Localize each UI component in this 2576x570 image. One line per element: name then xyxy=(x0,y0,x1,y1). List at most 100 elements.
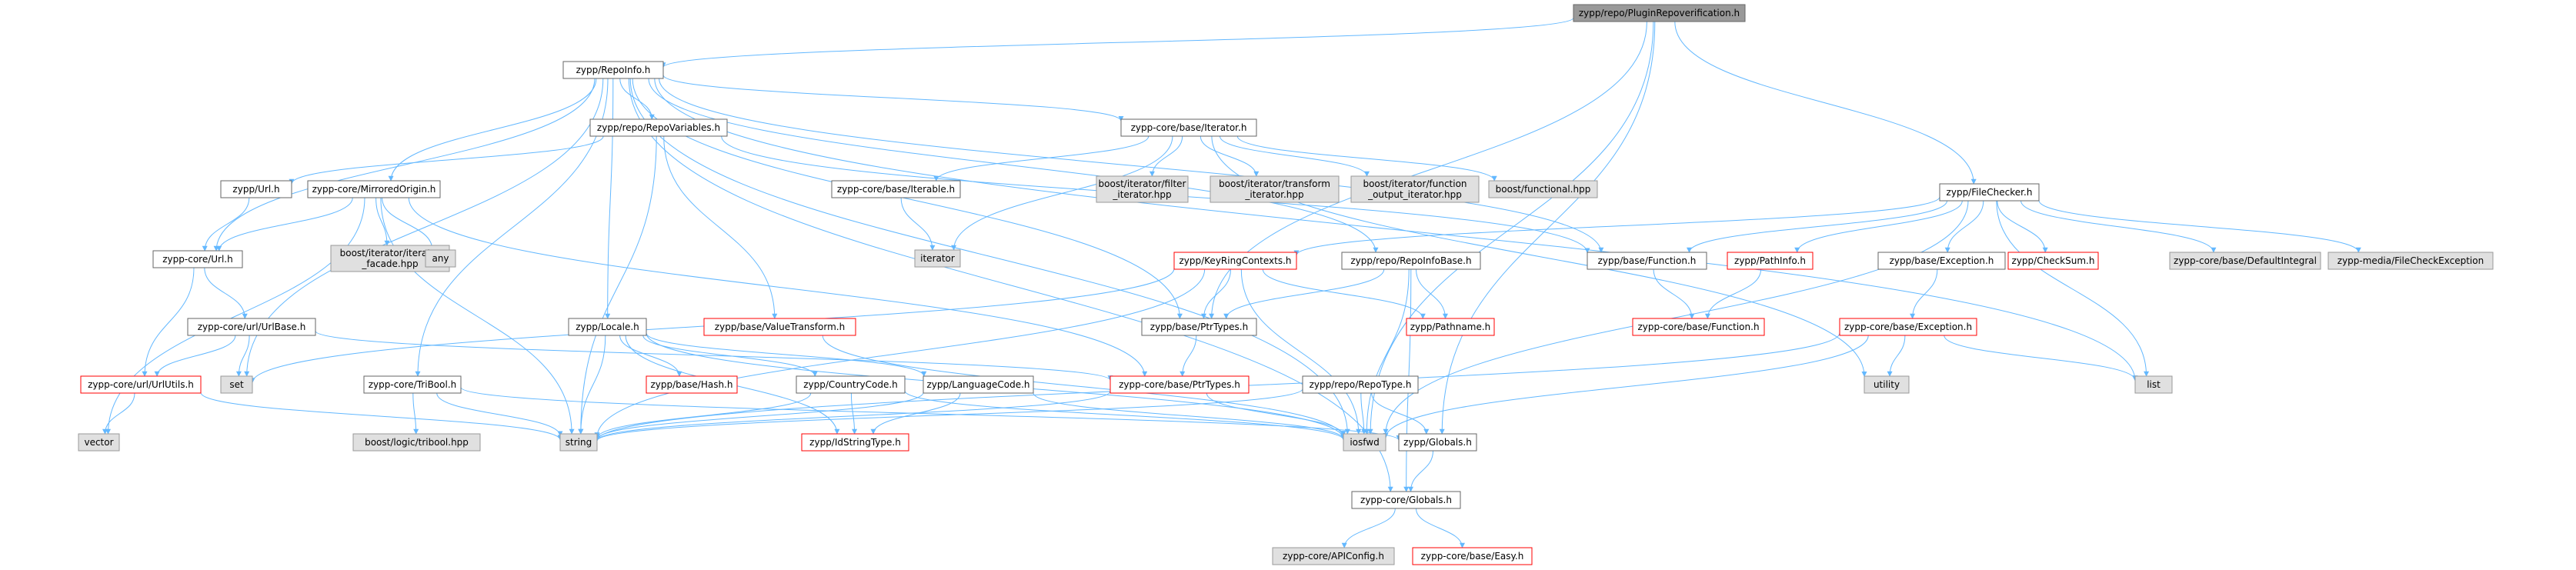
node-box[interactable] xyxy=(1877,252,2006,270)
node-urlutils[interactable]: zypp-core/url/UrlUtils.h xyxy=(80,375,202,394)
node-idstringtype[interactable]: zypp/IdStringType.h xyxy=(801,433,909,452)
node-box[interactable] xyxy=(1412,547,1533,565)
node-filechecker[interactable]: zypp/FileChecker.h xyxy=(1939,183,2040,202)
node-box[interactable] xyxy=(1302,375,1419,394)
node-box[interactable] xyxy=(1632,318,1765,336)
node-repovariables[interactable]: zypp/repo/RepoVariables.h xyxy=(589,118,728,137)
node-box[interactable] xyxy=(363,375,462,394)
node-repotype[interactable]: zypp/repo/RepoType.h xyxy=(1302,375,1419,394)
node-boost_tribool[interactable]: boost/logic/tribool.hpp xyxy=(352,433,481,452)
node-box[interactable] xyxy=(1350,175,1480,203)
node-defaultintegral[interactable]: zypp-core/base/DefaultIntegral xyxy=(2169,252,2321,270)
node-box[interactable] xyxy=(2134,375,2173,394)
node-core_globals[interactable]: zypp-core/Globals.h xyxy=(1351,491,1461,509)
node-corepkg_url[interactable]: zypp-core/Url.h xyxy=(152,250,243,268)
node-boost_functional[interactable]: boost/functional.hpp xyxy=(1488,180,1598,198)
node-keyring[interactable]: zypp/KeyRingContexts.h xyxy=(1173,252,1297,270)
node-box[interactable] xyxy=(2327,252,2494,270)
node-box[interactable] xyxy=(1141,318,1257,336)
node-filecheckexception[interactable]: zypp-media/FileCheckException xyxy=(2327,252,2494,270)
node-locale[interactable]: zypp/Locale.h xyxy=(568,318,647,336)
node-core_function[interactable]: zypp-core/base/Function.h xyxy=(1632,318,1765,336)
node-repoinfo[interactable]: zypp/RepoInfo.h xyxy=(562,61,664,79)
node-box[interactable] xyxy=(1096,175,1189,203)
node-vector[interactable]: vector xyxy=(78,433,120,452)
node-box[interactable] xyxy=(2007,252,2099,270)
node-base_exception[interactable]: zypp/base/Exception.h xyxy=(1877,252,2006,270)
node-box[interactable] xyxy=(646,375,738,394)
node-box[interactable] xyxy=(80,375,202,394)
node-box[interactable] xyxy=(1573,4,1746,22)
node-easy[interactable]: zypp-core/base/Easy.h xyxy=(1412,547,1533,565)
node-box[interactable] xyxy=(1343,433,1386,452)
node-box[interactable] xyxy=(1864,375,1910,394)
node-box[interactable] xyxy=(796,375,906,394)
node-box[interactable] xyxy=(425,249,456,268)
node-box[interactable] xyxy=(589,118,728,137)
node-box[interactable] xyxy=(1109,375,1250,394)
node-list[interactable]: list xyxy=(2134,375,2173,394)
node-function_output_iter[interactable]: boost/iterator/function_output_iterator.… xyxy=(1350,175,1480,203)
node-mirroredorigin[interactable]: zypp-core/MirroredOrigin.h xyxy=(307,180,441,198)
node-string[interactable]: string xyxy=(559,433,598,452)
node-hash[interactable]: zypp/base/Hash.h xyxy=(646,375,738,394)
node-box[interactable] xyxy=(1351,491,1461,509)
node-box[interactable] xyxy=(559,433,598,452)
node-pathname[interactable]: zypp/Pathname.h xyxy=(1406,318,1495,336)
node-box[interactable] xyxy=(1727,252,1814,270)
node-any[interactable]: any xyxy=(425,249,456,268)
node-utility[interactable]: utility xyxy=(1864,375,1910,394)
node-box[interactable] xyxy=(1210,175,1340,203)
node-core_ptrtypes[interactable]: zypp-core/base/PtrTypes.h xyxy=(1109,375,1250,394)
node-box[interactable] xyxy=(1173,252,1297,270)
node-pathinfo[interactable]: zypp/PathInfo.h xyxy=(1727,252,1814,270)
node-box[interactable] xyxy=(220,375,253,394)
node-box[interactable] xyxy=(914,249,961,268)
node-core_exception[interactable]: zypp-core/base/Exception.h xyxy=(1839,318,1977,336)
node-box[interactable] xyxy=(1839,318,1977,336)
node-box[interactable] xyxy=(220,180,292,198)
node-box[interactable] xyxy=(307,180,441,198)
node-box[interactable] xyxy=(1587,252,1707,270)
node-iterable[interactable]: zypp-core/base/Iterable.h xyxy=(831,180,961,198)
node-box[interactable] xyxy=(801,433,909,452)
node-valuetransform[interactable]: zypp/base/ValueTransform.h xyxy=(703,318,856,336)
node-box[interactable] xyxy=(152,250,243,268)
node-checksum[interactable]: zypp/CheckSum.h xyxy=(2007,252,2099,270)
node-globals[interactable]: zypp/Globals.h xyxy=(1398,433,1477,452)
node-filter_iter[interactable]: boost/iterator/filter_iterator.hpp xyxy=(1096,175,1189,203)
node-repoinfobase[interactable]: zypp/repo/RepoInfoBase.h xyxy=(1341,252,1481,270)
node-transform_iter[interactable]: boost/iterator/transform_iterator.hpp xyxy=(1210,175,1340,203)
node-box[interactable] xyxy=(187,318,316,336)
node-label: zypp-core/base/Iterable.h xyxy=(837,184,955,195)
node-iterator_h[interactable]: zypp-core/base/Iterator.h xyxy=(1120,118,1257,137)
node-iosfwd[interactable]: iosfwd xyxy=(1343,433,1386,452)
node-box[interactable] xyxy=(703,318,856,336)
node-box[interactable] xyxy=(1406,318,1495,336)
node-tribool[interactable]: zypp-core/TriBool.h xyxy=(363,375,462,394)
node-box[interactable] xyxy=(1341,252,1481,270)
node-box[interactable] xyxy=(562,61,664,79)
node-urlbase[interactable]: zypp-core/url/UrlBase.h xyxy=(187,318,316,336)
edge-core_globals-to-easy xyxy=(1416,508,1465,548)
node-languagecode[interactable]: zypp/LanguageCode.h xyxy=(923,375,1034,394)
node-box[interactable] xyxy=(568,318,647,336)
node-ptrtypes[interactable]: zypp/base/PtrTypes.h xyxy=(1141,318,1257,336)
node-countrycode[interactable]: zypp/CountryCode.h xyxy=(796,375,906,394)
node-box[interactable] xyxy=(1488,180,1598,198)
node-box[interactable] xyxy=(1272,547,1395,565)
node-root[interactable]: zypp/repo/PluginRepoverification.h xyxy=(1573,4,1746,22)
node-box[interactable] xyxy=(2169,252,2321,270)
node-box[interactable] xyxy=(78,433,120,452)
node-set[interactable]: set xyxy=(220,375,253,394)
node-base_function[interactable]: zypp/base/Function.h xyxy=(1587,252,1707,270)
node-box[interactable] xyxy=(1120,118,1257,137)
node-url_h[interactable]: zypp/Url.h xyxy=(220,180,292,198)
node-iterator_std[interactable]: iterator xyxy=(914,249,961,268)
node-box[interactable] xyxy=(1398,433,1477,452)
node-box[interactable] xyxy=(352,433,481,452)
node-box[interactable] xyxy=(831,180,961,198)
node-box[interactable] xyxy=(1939,183,2040,202)
node-apiconfig[interactable]: zypp-core/APIConfig.h xyxy=(1272,547,1395,565)
node-box[interactable] xyxy=(923,375,1034,394)
